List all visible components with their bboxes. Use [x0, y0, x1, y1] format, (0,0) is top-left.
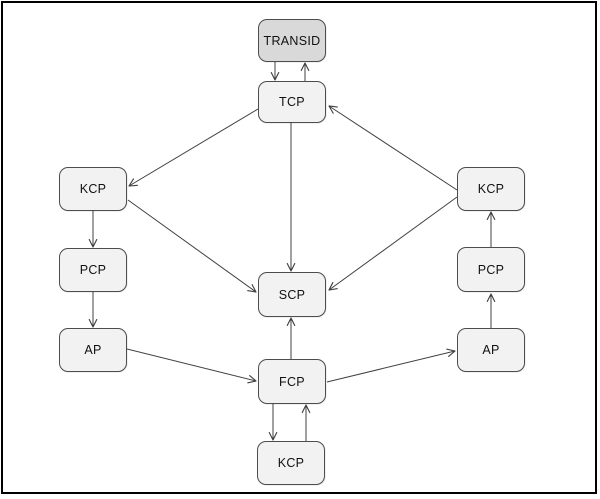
edge-ap-left-to-fcp: [126, 348, 256, 381]
node-transid: TRANSID: [258, 19, 326, 62]
node-pcp-right: PCP: [457, 247, 525, 292]
node-label: FCP: [279, 374, 305, 389]
edge-kcp-left-to-scp: [127, 199, 256, 292]
node-label: AP: [482, 343, 500, 357]
node-label: PCP: [477, 262, 505, 277]
node-label: AP: [84, 343, 102, 357]
node-kcp-bottom: KCP: [257, 441, 325, 485]
edge-tcp-to-kcp-left: [129, 108, 259, 186]
node-kcp-right: KCP: [457, 167, 525, 211]
edge-fcp-to-ap-right: [326, 351, 455, 383]
node-label: PCP: [79, 263, 107, 277]
node-label: TCP: [279, 95, 305, 109]
node-label: SCP: [278, 287, 306, 302]
node-label: TRANSID: [263, 33, 321, 48]
node-label: KCP: [477, 182, 505, 196]
edge-kcp-right-to-tcp: [329, 106, 458, 191]
node-label: KCP: [79, 182, 107, 196]
node-pcp-left: PCP: [59, 248, 127, 292]
node-ap-right: AP: [457, 328, 525, 372]
edge-kcp-right-to-scp: [329, 196, 458, 290]
node-fcp: FCP: [258, 359, 326, 404]
node-label: KCP: [277, 456, 305, 470]
node-ap-left: AP: [59, 328, 127, 372]
edge-group: [93, 62, 491, 441]
node-kcp-left: KCP: [59, 167, 127, 211]
node-scp: SCP: [258, 272, 326, 317]
node-tcp: TCP: [258, 81, 326, 123]
